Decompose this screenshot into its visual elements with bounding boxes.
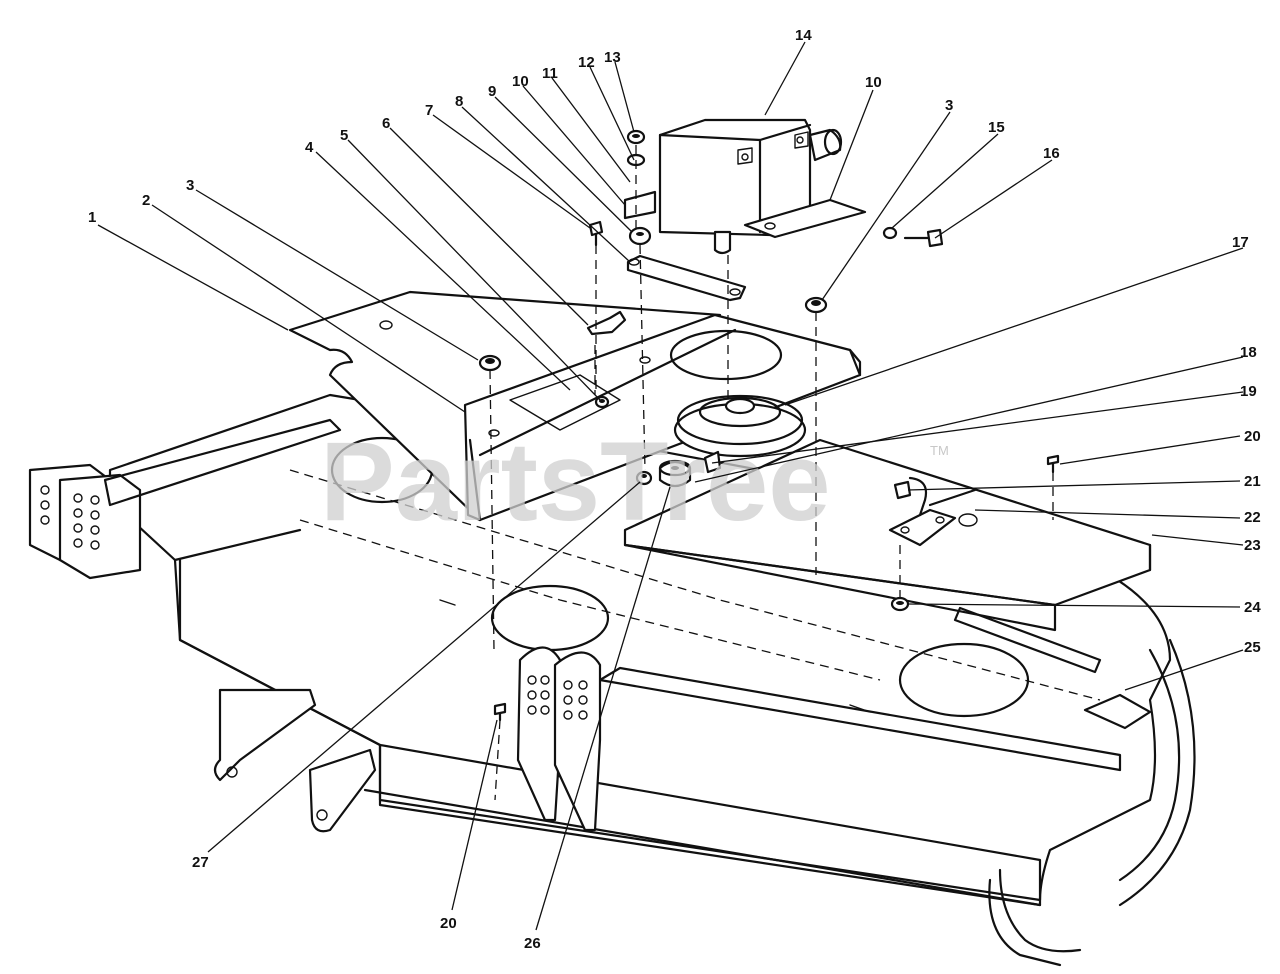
callout-10: 10	[512, 73, 529, 90]
alignment-lines	[489, 145, 1054, 801]
callout-16: 16	[1043, 145, 1060, 162]
callout-27: 27	[192, 854, 209, 871]
callout-24: 24	[1244, 599, 1261, 616]
strap-bracket	[626, 254, 747, 302]
callout-7: 7	[425, 102, 433, 119]
knob	[658, 459, 692, 488]
callout-10-right: 10	[865, 74, 882, 91]
callout-3-right: 3	[945, 97, 953, 114]
leader-lines	[97, 41, 1244, 931]
callout-4: 4	[305, 139, 314, 156]
callout-9: 9	[488, 83, 496, 100]
callout-23: 23	[1244, 537, 1261, 554]
callout-26: 26	[524, 935, 541, 952]
callout-labels: 1 2 3 4 5 6 7 8 9 10 11 12 13 14 10 3 15…	[88, 27, 1261, 952]
callout-22: 22	[1244, 509, 1261, 526]
watermark: PartsTree TM	[320, 419, 949, 544]
callout-13: 13	[604, 49, 621, 66]
callout-12: 12	[578, 54, 595, 71]
callout-6: 6	[382, 115, 390, 132]
left-hanger-brackets	[28, 418, 377, 833]
callout-8: 8	[455, 93, 463, 110]
watermark-text: PartsTree	[320, 419, 831, 544]
callout-20-right: 20	[1244, 428, 1261, 445]
gearbox	[658, 118, 843, 255]
callout-20-bottom: 20	[440, 915, 457, 932]
fasteners	[478, 129, 1060, 722]
callout-3: 3	[186, 177, 194, 194]
callout-2: 2	[142, 192, 150, 209]
bushing	[703, 450, 722, 474]
belt-guard-plate	[623, 438, 1152, 632]
callout-17: 17	[1232, 234, 1249, 251]
idler-pulley	[673, 394, 807, 458]
callout-25: 25	[1244, 639, 1261, 656]
callout-14: 14	[795, 27, 812, 44]
callout-18: 18	[1240, 344, 1257, 361]
callout-5: 5	[340, 127, 348, 144]
callout-19: 19	[1240, 383, 1257, 400]
callout-21: 21	[1244, 473, 1261, 490]
gearbox-mounting-rails	[623, 190, 867, 239]
callout-11: 11	[542, 65, 558, 82]
mounting-bracket	[463, 313, 862, 522]
callout-15: 15	[988, 119, 1005, 136]
watermark-tm: TM	[930, 443, 949, 458]
latch-assembly	[888, 476, 977, 547]
front-hanger-brackets	[516, 646, 602, 832]
callout-1: 1	[88, 209, 96, 226]
